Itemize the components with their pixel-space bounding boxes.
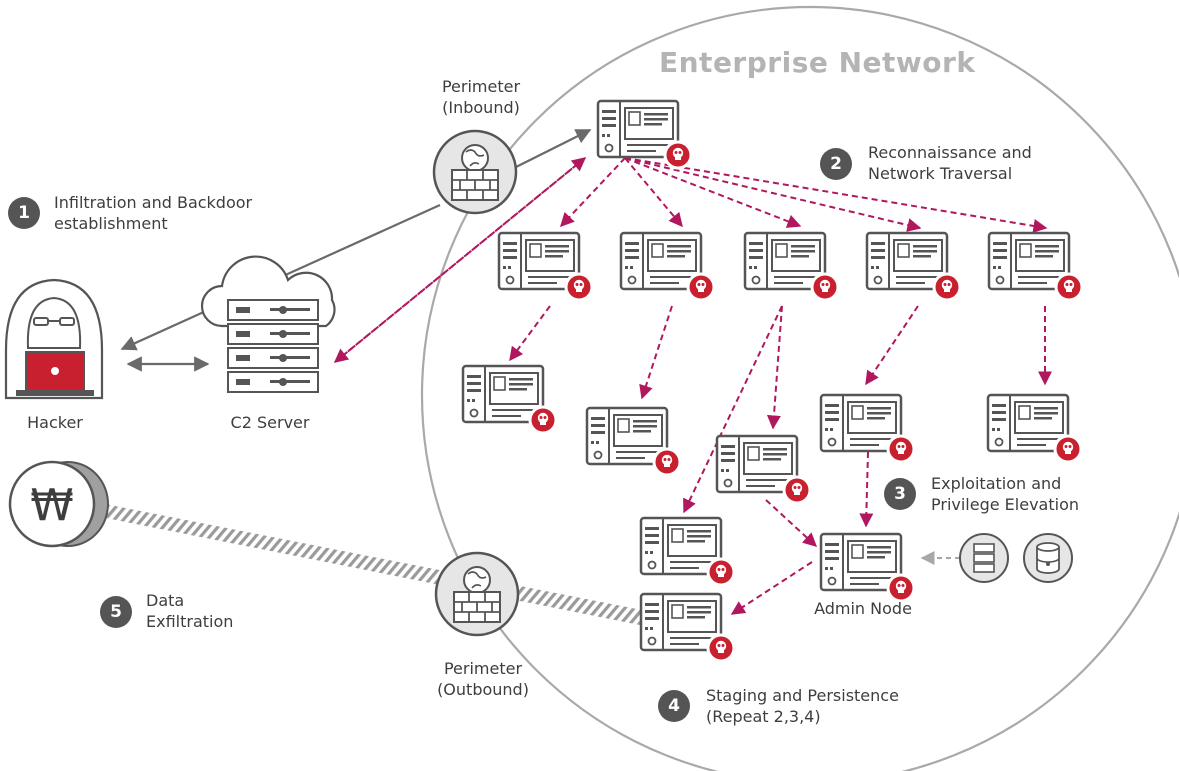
step-badge: 2 xyxy=(820,148,852,180)
compromised-server xyxy=(461,364,558,435)
step-4-label: Staging and Persistence (Repeat 2,3,4) xyxy=(706,686,899,726)
c2-server-label: C2 Server xyxy=(230,413,310,432)
attack-arrows xyxy=(333,157,1052,615)
storage-server-icon xyxy=(959,533,1009,583)
compromised-server xyxy=(585,406,682,477)
compromised-server xyxy=(639,516,736,587)
compromised-server xyxy=(715,434,812,505)
compromised-server xyxy=(986,393,1083,464)
step-badge: 5 xyxy=(100,596,132,628)
perimeter-outbound-label: Perimeter (Outbound) xyxy=(437,659,529,699)
compromised-server xyxy=(987,231,1084,302)
currency-symbol: ₩ xyxy=(30,480,74,531)
currency-coin-icon: ₩ xyxy=(8,460,109,548)
step-1-label: Infiltration and Backdoor establishment xyxy=(54,193,253,233)
perimeter-outbound-firewall-icon xyxy=(434,551,520,637)
inbound-to-entry-arrow xyxy=(513,129,592,169)
perimeter-inbound-label: Perimeter (Inbound) xyxy=(441,77,521,117)
entry-server xyxy=(596,99,693,170)
step-badge: 4 xyxy=(658,690,690,722)
enterprise-network-title: Enterprise Network xyxy=(659,46,976,79)
step-5-label: Data Exfiltration xyxy=(146,591,234,631)
staging-server xyxy=(639,592,736,663)
compromised-server xyxy=(619,231,716,302)
admin-node-label: Admin Node xyxy=(814,599,912,618)
compromised-server xyxy=(743,231,840,302)
step-2-label: Reconnaissance and Network Traversal xyxy=(868,143,1032,183)
hacker-label: Hacker xyxy=(27,413,83,432)
step-badge: 3 xyxy=(884,478,916,510)
perimeter-inbound-firewall-icon xyxy=(432,129,518,215)
database-icon xyxy=(1023,533,1073,583)
step-badge: 1 xyxy=(8,197,40,229)
hacker-icon xyxy=(4,278,104,400)
compromised-server xyxy=(497,231,594,302)
compromised-server xyxy=(865,231,962,302)
c2-server-icon xyxy=(200,255,336,393)
admin-node-server xyxy=(819,532,916,603)
compromised-server xyxy=(819,393,916,464)
step-3-label: Exploitation and Privilege Elevation xyxy=(931,474,1079,514)
